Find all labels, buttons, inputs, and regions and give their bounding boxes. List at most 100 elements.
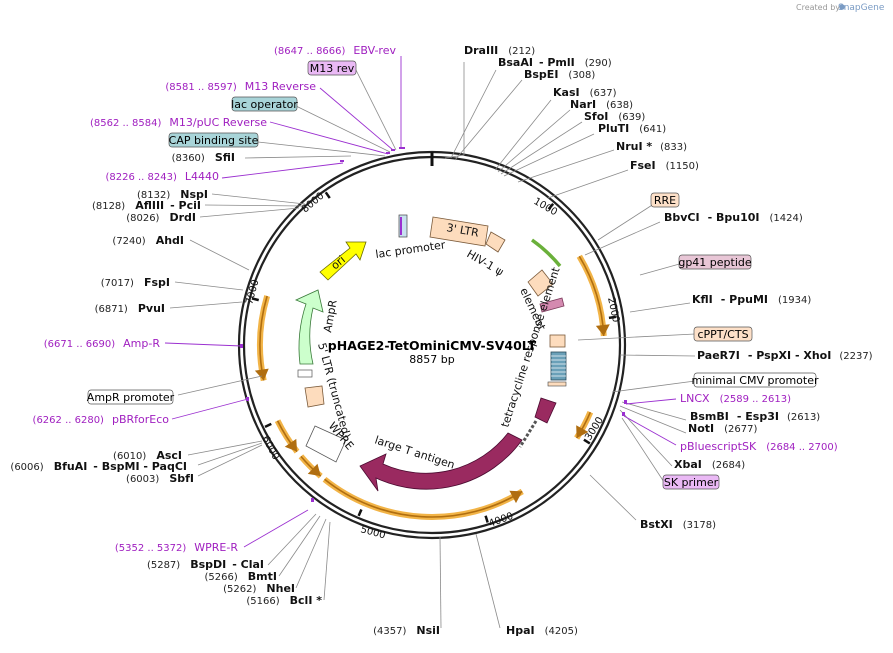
lac-operator-mark — [400, 217, 402, 235]
enzyme-draiii: DraIII(212) — [464, 44, 535, 57]
snapgene-logo-icon — [839, 4, 845, 10]
primer-ebv-rev: (8647 .. 8666)EBV-rev — [274, 44, 396, 57]
orange-arrowhead — [576, 425, 589, 439]
enzyme-sfii: (8360)SfiI — [172, 151, 235, 164]
tick-marks — [251, 191, 617, 523]
enzyme-nari: NarI(638) — [570, 98, 633, 111]
enzyme-leader-lines — [169, 62, 696, 629]
box-ampr-promoter: AmpR promoter — [87, 389, 175, 405]
5-ltr-feature — [304, 385, 325, 408]
enzyme-sfoi: SfoI(639) — [584, 110, 645, 123]
orange-feature-arrow — [576, 254, 607, 337]
orange-feature-arrow-core — [324, 478, 523, 518]
enzyme-fspi: (7017)FspI — [101, 276, 170, 289]
primer-l4440: (8226 .. 8243)L4440 — [105, 170, 219, 183]
svg-text:7000: 7000 — [244, 278, 261, 305]
boxed-labels: M13 rev lac operator CAP binding site RR… — [87, 60, 819, 490]
enzyme-sbfi: (6003)SbfI — [126, 472, 194, 485]
box-m13-rev: M13 rev — [307, 60, 357, 76]
tre-feature — [550, 351, 567, 381]
sk-feature-block — [534, 397, 557, 424]
tick-mark — [547, 203, 555, 210]
svg-text:4000: 4000 — [487, 511, 515, 530]
enzyme-labels-left: (4357)NsiI (5166)BclI * (5262)NheI (5266… — [10, 151, 440, 637]
svg-text:cPPT/CTS: cPPT/CTS — [697, 328, 748, 341]
enzyme-asci: (6010)AscI — [113, 449, 182, 462]
primer-labels: (8647 .. 8666)EBV-rev (8581 .. 8597)M13 … — [33, 44, 838, 554]
tick-mark — [357, 508, 363, 517]
tick-mark — [324, 191, 331, 199]
snapgene-credit: Created by SnapGene — [796, 3, 885, 13]
orange-arrowhead — [307, 463, 321, 477]
tick-mark — [608, 315, 617, 320]
3-ltr-feature — [429, 216, 489, 247]
primer-lncx: LNCX(2589 .. 2613) — [680, 392, 791, 405]
plasmid-length: 8857 bp — [409, 353, 454, 366]
enzyme-xbai: XbaI(2684) — [674, 458, 745, 471]
box-gp41-peptide: gp41 peptide — [678, 254, 752, 270]
primer-leader-lines — [164, 56, 677, 548]
orange-arrowhead — [254, 368, 269, 381]
large-t-antigen-arrow — [359, 432, 523, 492]
primer-m13-reverse: (8581 .. 8597)M13 Reverse — [165, 80, 316, 93]
tre-hatch — [551, 355, 566, 377]
svg-text:CAP binding site: CAP binding site — [169, 134, 259, 147]
hiv1-psi-label: HIV-1 ψ — [465, 247, 506, 278]
svg-text:6000: 6000 — [259, 434, 281, 462]
enzyme-kfli: KflI- PpuMI(1934) — [692, 293, 811, 306]
svg-text:M13 rev: M13 rev — [310, 62, 355, 75]
enzyme-bspdi: (5287)BspDI- ClaI — [147, 558, 264, 571]
enzyme-noti: NotI(2677) — [688, 422, 757, 435]
enzyme-bsmbi: BsmBI- Esp3I(2613) — [690, 410, 820, 423]
tick-mark — [264, 422, 272, 429]
cppt-feature — [549, 334, 566, 348]
enzyme-pvui: (6871)PvuI — [95, 302, 165, 315]
rre-feature — [527, 269, 554, 297]
tick-mark — [484, 515, 489, 523]
svg-text:gp41 peptide: gp41 peptide — [678, 256, 752, 269]
box-cppt-cts: cPPT/CTS — [693, 326, 753, 342]
gp41-feature — [539, 297, 565, 313]
hiv1-psi-feature — [485, 231, 506, 253]
box-lac-operator: lac operator — [231, 96, 298, 112]
outer-feature-arrows — [254, 254, 610, 520]
wpre-feature — [305, 425, 347, 463]
lac-promoter-label: lac promoter — [375, 238, 447, 261]
enzyme-pluti: PluTI(641) — [598, 122, 666, 135]
rre-green-arrow — [530, 238, 562, 268]
box-leader-lines — [177, 69, 696, 483]
enzyme-nspi: (8132)NspI — [137, 188, 208, 201]
3-ltr-label: 3' LTR — [445, 221, 480, 240]
box-cap-binding-site: CAP binding site — [169, 132, 259, 148]
enzyme-afliii: (8128)AflIII- PciI — [92, 199, 201, 212]
ampr-promoter-block — [297, 369, 313, 378]
enzyme-bfuai: (6006)BfuAI- BspMI - PaqCI — [10, 460, 187, 473]
svg-text:RRE: RRE — [654, 194, 676, 207]
enzyme-bspei: BspEI(308) — [524, 68, 595, 81]
box-rre: RRE — [650, 192, 680, 208]
ori-arrow — [319, 241, 367, 281]
orange-arrowhead — [284, 438, 298, 452]
enzyme-hpai: HpaI(4205) — [506, 624, 578, 637]
svg-text:minimal CMV promoter: minimal CMV promoter — [691, 374, 819, 387]
svg-text:AmpR promoter: AmpR promoter — [87, 391, 175, 404]
primer-m13-puc-reverse: (8562 .. 8584)M13/pUC Reverse — [90, 116, 267, 129]
enzyme-fsei: FseI(1150) — [630, 159, 699, 172]
enzyme-kasi: KasI(637) — [553, 86, 617, 99]
enzyme-nhei: (5262)NheI — [223, 582, 295, 595]
primer-site-marks — [240, 147, 627, 502]
box-minimal-cmv: minimal CMV promoter — [691, 372, 819, 388]
primer-wpre-r: (5352 .. 5372)WPRE-R — [115, 541, 238, 554]
enzyme-nsii: (4357)NsiI — [373, 624, 440, 637]
snapgene-brand: SnapGene — [838, 3, 885, 13]
enzyme-nrui: NruI *(833) — [616, 140, 687, 153]
enzyme-paer7i: PaeR7I- PspXI - XhoI(2237) — [697, 349, 873, 362]
enzyme-bbvci: BbvCI- Bpu10I(1424) — [664, 211, 803, 224]
svg-text:1000: 1000 — [532, 196, 560, 218]
inner-features — [294, 214, 567, 492]
enzyme-bmti: (5266)BmtI — [205, 570, 277, 583]
primer-pbrforeco: (6262 .. 6280)pBRforEco — [33, 413, 170, 426]
tick-mark — [251, 297, 260, 302]
